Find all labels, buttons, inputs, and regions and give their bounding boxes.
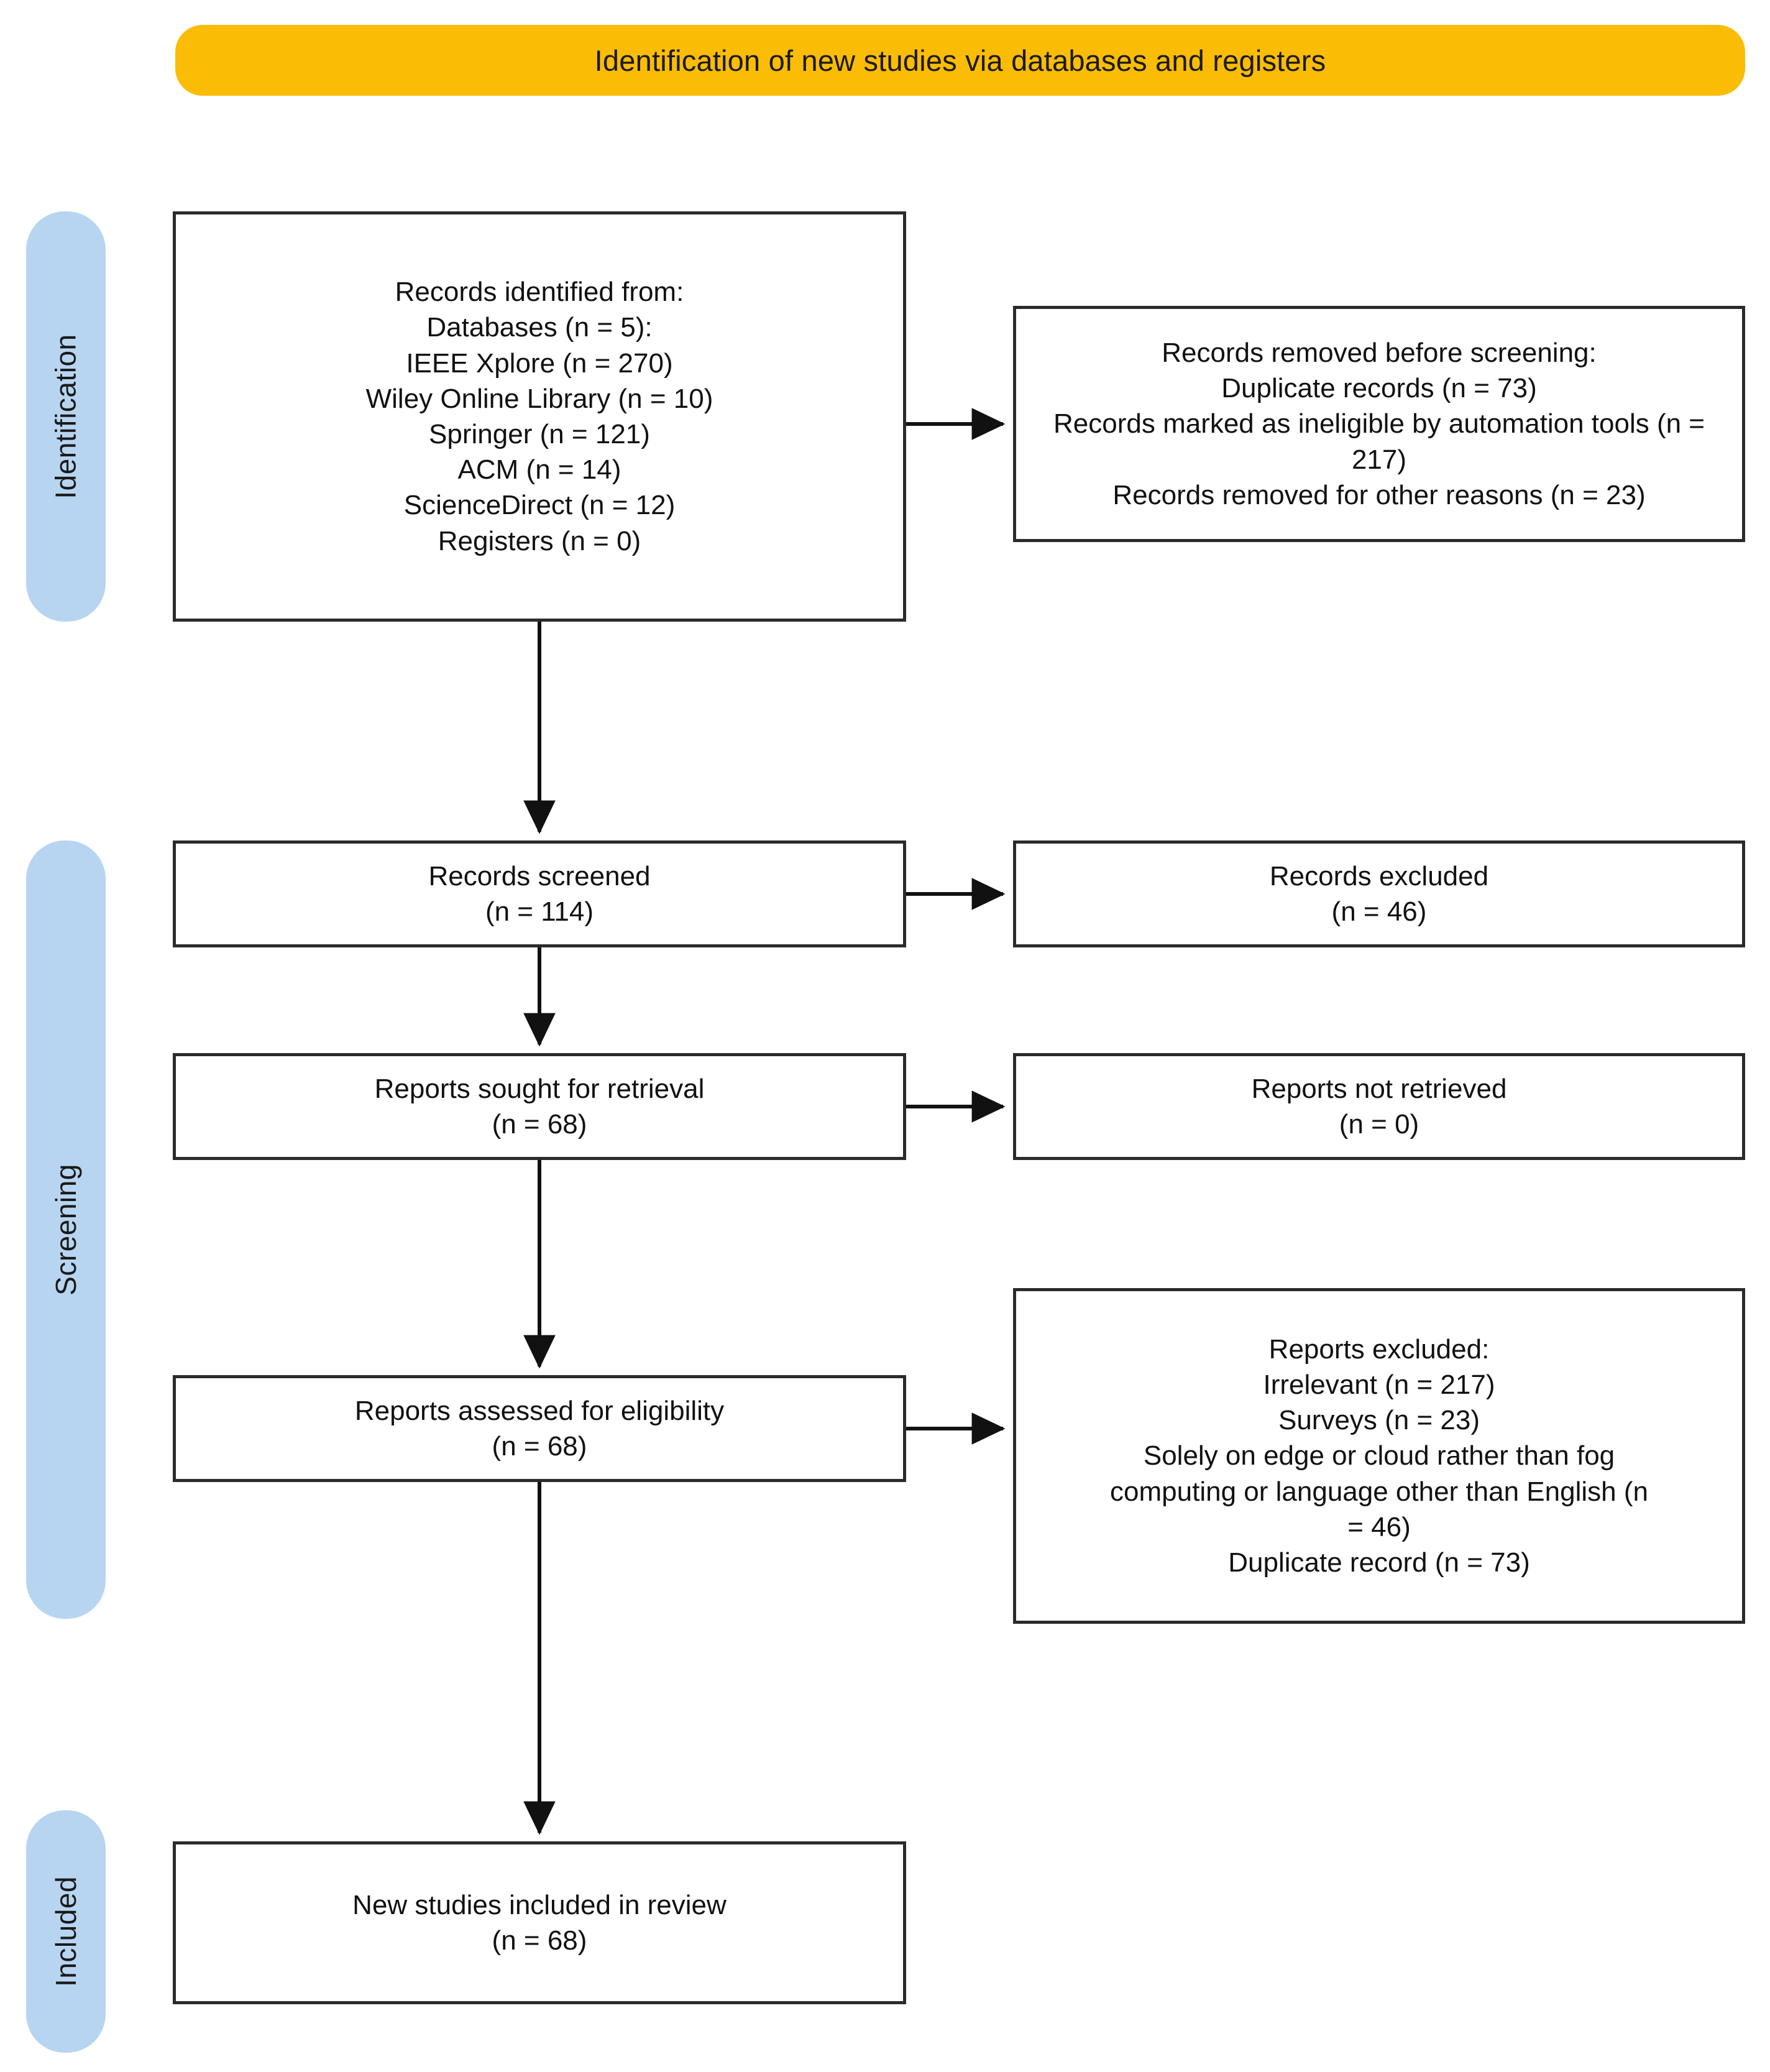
box-records-removed-before-screening: Records removed before screening: Duplic… <box>1013 306 1745 542</box>
text-line: (n = 114) <box>485 896 594 927</box>
stage-label-screening: Screening <box>50 1164 83 1296</box>
box-reports-not-retrieved-text: Reports not retrieved (n = 0) <box>1243 1071 1516 1142</box>
text-line: Records screened <box>428 860 651 891</box>
text-line: Databases (n = 5): <box>426 312 653 343</box>
text-line: Reports assessed for eligibility <box>354 1395 725 1426</box>
text-line: Irrelevant (n = 217) <box>1263 1370 1495 1401</box>
text-line: Duplicate records (n = 73) <box>1221 373 1537 404</box>
text-line: (n = 0) <box>1339 1109 1419 1140</box>
text-line: IEEE Xplore (n = 270) <box>406 348 673 379</box>
text-line: Wiley Online Library (n = 10) <box>365 383 713 414</box>
box-records-removed-text: Records removed before screening: Duplic… <box>1016 335 1742 513</box>
stage-bar-screening: Screening <box>26 840 106 1619</box>
text-line: Records identified from: <box>395 277 684 308</box>
text-line: ACM (n = 14) <box>457 454 621 486</box>
box-records-screened: Records screened (n = 114) <box>173 840 906 947</box>
text-line: New studies included in review <box>352 1889 727 1920</box>
text-line: Records excluded <box>1269 860 1489 891</box>
box-new-studies-included-text: New studies included in review (n = 68) <box>344 1887 735 1958</box>
box-reports-excluded-text: Reports excluded: Irrelevant (n = 217) S… <box>1091 1332 1667 1580</box>
diagram-header-title: Identification of new studies via databa… <box>594 44 1326 77</box>
box-reports-sought-for-retrieval: Reports sought for retrieval (n = 68) <box>173 1053 906 1160</box>
box-records-excluded: Records excluded (n = 46) <box>1013 840 1745 947</box>
text-line: Reports not retrieved <box>1251 1073 1507 1104</box>
box-reports-not-retrieved: Reports not retrieved (n = 0) <box>1013 1053 1745 1160</box>
text-line: Springer (n = 121) <box>429 419 650 449</box>
box-new-studies-included: New studies included in review (n = 68) <box>173 1841 906 2004</box>
text-line: Reports sought for retrieval <box>374 1073 705 1104</box>
text-line: Records removed for other reasons (n = 2… <box>1112 479 1646 510</box>
text-line: Solely on edge or cloud rather than fog … <box>1110 1440 1648 1542</box>
box-records-excluded-text: Records excluded (n = 46) <box>1261 859 1497 929</box>
text-line: Reports excluded: <box>1268 1333 1490 1365</box>
stage-bar-included: Included <box>26 1810 106 2053</box>
stage-label-included: Included <box>50 1876 83 1987</box>
text-line: (n = 68) <box>492 1431 587 1462</box>
diagram-header-banner: Identification of new studies via databa… <box>175 25 1745 96</box>
text-line: Registers (n = 0) <box>438 525 641 556</box>
box-records-screened-text: Records screened (n = 114) <box>420 859 659 929</box>
box-reports-assessed-text: Reports assessed for eligibility (n = 68… <box>346 1393 733 1464</box>
text-line: Surveys (n = 23) <box>1278 1405 1480 1436</box>
text-line: (n = 68) <box>492 1925 587 1956</box>
box-records-identified: Records identified from: Databases (n = … <box>173 211 906 622</box>
stage-label-identification: Identification <box>50 334 82 499</box>
text-line: ScienceDirect (n = 12) <box>403 490 676 521</box>
stage-bar-identification: Identification <box>26 211 106 622</box>
text-line: (n = 68) <box>492 1109 587 1140</box>
text-line: Records marked as ineligible by automati… <box>1053 408 1705 475</box>
box-records-identified-text: Records identified from: Databases (n = … <box>357 274 722 559</box>
box-reports-excluded: Reports excluded: Irrelevant (n = 217) S… <box>1013 1288 1745 1624</box>
text-line: Duplicate record (n = 73) <box>1228 1547 1530 1578</box>
box-reports-sought-text: Reports sought for retrieval (n = 68) <box>366 1071 713 1142</box>
text-line: (n = 46) <box>1331 896 1427 927</box>
box-reports-assessed-for-eligibility: Reports assessed for eligibility (n = 68… <box>173 1375 906 1482</box>
text-line: Records removed before screening: <box>1162 338 1597 369</box>
